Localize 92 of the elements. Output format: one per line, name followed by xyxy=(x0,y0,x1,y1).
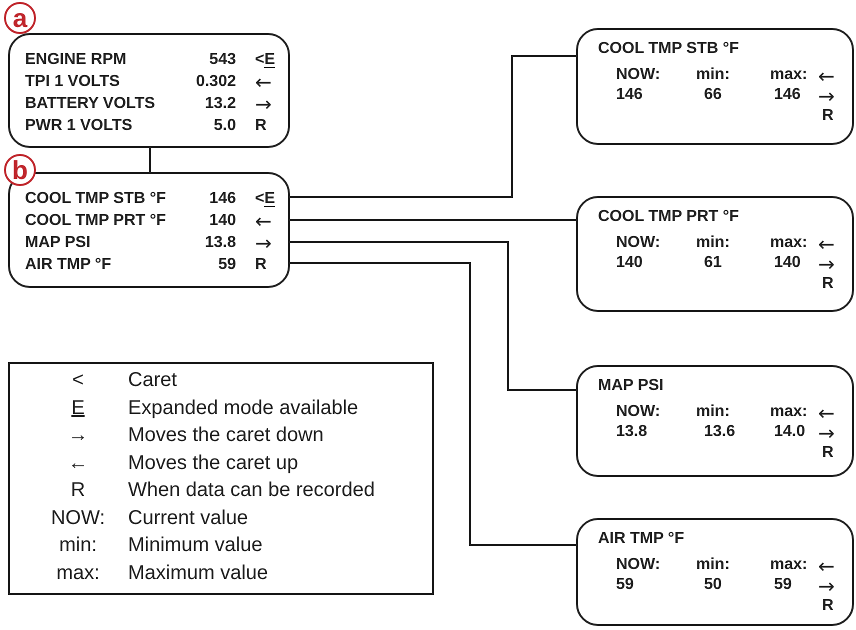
reading-value: 61 xyxy=(704,254,722,272)
callout-circle: b xyxy=(4,154,36,186)
status-symbol: R xyxy=(822,275,834,293)
legend-text: When data can be recorded xyxy=(128,478,375,502)
status-symbol: R xyxy=(822,107,834,125)
legend-text: Moves the caret down xyxy=(128,423,324,447)
legend-symbol: R xyxy=(70,478,86,502)
connector-line xyxy=(290,241,576,391)
legend-text: Moves the caret up xyxy=(128,450,298,474)
legend-text: Expanded mode available xyxy=(128,396,358,420)
parameter-name: COOL TMP PRT °F xyxy=(25,212,166,230)
parameter-value: 59 xyxy=(218,256,236,274)
screen-title: AIR TMP °F xyxy=(598,530,684,548)
status-symbol: → xyxy=(255,234,272,252)
status-symbol: ← xyxy=(818,235,835,253)
column-header: max: xyxy=(770,66,808,84)
display-screen xyxy=(8,33,290,148)
status-symbol: <E xyxy=(255,190,276,208)
column-header: NOW: xyxy=(616,403,660,421)
connector-line xyxy=(149,148,151,172)
status-symbol: R xyxy=(822,597,834,615)
column-header: min: xyxy=(696,556,730,574)
reading-value: 59 xyxy=(774,576,792,594)
screen-title: COOL TMP PRT °F xyxy=(598,208,739,226)
legend-symbol: < xyxy=(71,368,85,392)
connector-line xyxy=(290,219,576,221)
parameter-value: 0.302 xyxy=(196,73,236,91)
legend-text: Maximum value xyxy=(128,560,268,584)
reading-value: 140 xyxy=(616,254,643,272)
reading-value: 66 xyxy=(704,86,722,104)
status-symbol: R xyxy=(822,444,834,462)
callout-circle: a xyxy=(4,2,36,34)
parameter-value: 140 xyxy=(209,212,236,230)
column-header: min: xyxy=(696,403,730,421)
legend-symbol: E xyxy=(70,396,86,420)
parameter-name: MAP PSI xyxy=(25,234,90,252)
legend-symbol: max: xyxy=(55,560,101,584)
legend-text: Caret xyxy=(128,368,177,392)
column-header: NOW: xyxy=(616,556,660,574)
legend-box xyxy=(8,362,434,595)
parameter-name: ENGINE RPM xyxy=(25,51,126,69)
display-screen xyxy=(576,365,854,477)
status-symbol: ← xyxy=(818,67,835,85)
display-screen xyxy=(576,28,854,145)
parameter-name: PWR 1 VOLTS xyxy=(25,117,132,135)
legend-symbol: ← xyxy=(67,450,89,474)
status-symbol: ← xyxy=(818,404,835,422)
status-symbol: ← xyxy=(255,212,272,230)
display-screen xyxy=(576,196,854,312)
column-header: max: xyxy=(770,403,808,421)
parameter-name: COOL TMP STB °F xyxy=(25,190,166,208)
screen-title: MAP PSI xyxy=(598,377,664,395)
legend-symbol: NOW: xyxy=(50,506,106,530)
legend-text: Current value xyxy=(128,506,248,530)
parameter-value: 13.2 xyxy=(204,95,236,113)
status-symbol: ← xyxy=(818,557,835,575)
legend-text: Minimum value xyxy=(128,533,262,557)
column-header: NOW: xyxy=(616,66,660,84)
status-symbol: ← xyxy=(255,73,272,91)
status-symbol: <E xyxy=(255,51,276,69)
parameter-value: 13.8 xyxy=(204,234,236,252)
status-symbol: → xyxy=(818,577,835,595)
reading-value: 13.6 xyxy=(704,423,736,441)
status-symbol: R xyxy=(255,256,267,274)
connector-line xyxy=(290,55,576,198)
reading-value: 59 xyxy=(616,576,634,594)
legend-symbol: → xyxy=(67,423,89,447)
screen-title: COOL TMP STB °F xyxy=(598,40,739,58)
parameter-value: 146 xyxy=(209,190,236,208)
parameter-name: AIR TMP °F xyxy=(25,256,112,274)
column-header: max: xyxy=(770,556,808,574)
reading-value: 146 xyxy=(616,86,643,104)
reading-value: 140 xyxy=(774,254,801,272)
reading-value: 13.8 xyxy=(616,423,648,441)
parameter-name: TPI 1 VOLTS xyxy=(25,73,120,91)
parameter-value: 5.0 xyxy=(214,117,236,135)
parameter-name: BATTERY VOLTS xyxy=(25,95,156,113)
status-symbol: → xyxy=(818,424,835,442)
status-symbol: → xyxy=(818,255,835,273)
column-header: max: xyxy=(770,234,808,252)
status-symbol: R xyxy=(255,117,267,135)
parameter-value: 543 xyxy=(209,51,236,69)
reading-value: 146 xyxy=(774,86,801,104)
display-screen xyxy=(576,518,854,626)
status-symbol: → xyxy=(818,87,835,105)
reading-value: 50 xyxy=(704,576,722,594)
legend-symbol: min: xyxy=(58,533,98,557)
reading-value: 14.0 xyxy=(774,423,806,441)
column-header: min: xyxy=(696,234,730,252)
column-header: NOW: xyxy=(616,234,660,252)
status-symbol: → xyxy=(255,95,272,113)
column-header: min: xyxy=(696,66,730,84)
